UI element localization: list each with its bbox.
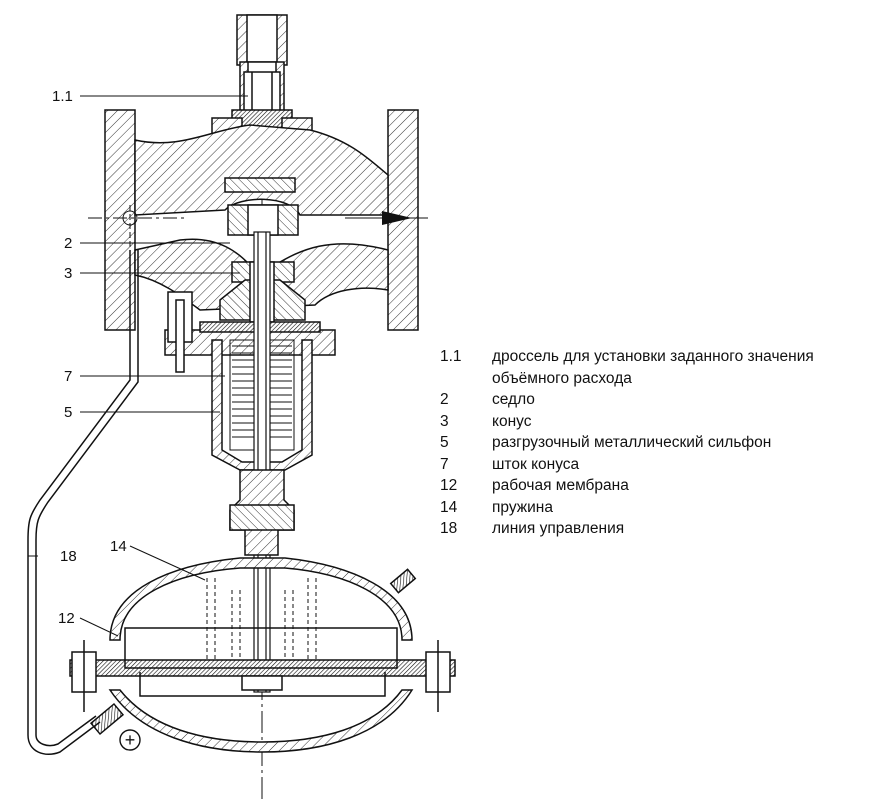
- springs: [206, 578, 317, 660]
- legend-number: 7: [440, 455, 449, 473]
- legend-number: 18: [440, 520, 458, 537]
- plus-circle: [119, 729, 141, 751]
- callout-7: 7: [64, 368, 72, 385]
- housing-bolts: [71, 640, 451, 712]
- legend-number: 3: [440, 412, 449, 430]
- legend-item: 18 линия управления: [440, 518, 885, 540]
- legend-description: разгрузочный металлический сильфон: [492, 434, 772, 451]
- legend-number: 5: [440, 434, 449, 451]
- control-line: [27, 250, 131, 756]
- flow-arrow: [382, 211, 412, 225]
- bellows-housing: [164, 291, 336, 471]
- callout-14: 14: [110, 538, 127, 555]
- legend-description: конус: [492, 412, 532, 430]
- callout-2: 2: [64, 235, 72, 252]
- cone-stem: [253, 231, 271, 693]
- plus-sign: +: [125, 730, 136, 750]
- callout-12: 12: [58, 610, 75, 627]
- fittings: [89, 568, 417, 736]
- legend-item: 5 разгрузочный металлический сильфон: [440, 432, 885, 454]
- callout-leaders: [28, 95, 248, 637]
- legend-description: пружина: [492, 498, 553, 516]
- legend-number: 2: [440, 391, 449, 408]
- diaphragm-housing: [69, 557, 456, 753]
- legend-item: 12 рабочая мембрана: [440, 475, 885, 497]
- legend-number: 14: [440, 498, 458, 516]
- legend-item: 2 седло: [440, 389, 885, 411]
- legend-description: седло: [492, 391, 535, 408]
- legend-item: 7 шток конуса: [440, 454, 885, 476]
- legend-description: дроссель для установки заданного значени…: [492, 348, 814, 387]
- control-line-inner: [35, 250, 139, 747]
- legend-item: 14 пружина: [440, 497, 885, 519]
- callout-3: 3: [64, 265, 72, 282]
- callout-18: 18: [60, 548, 77, 565]
- legend-description: шток конуса: [492, 455, 580, 473]
- legend-item: 1.1 дроссель для установки заданного зна…: [440, 346, 885, 389]
- valve-body: [104, 109, 419, 331]
- callout-5: 5: [64, 404, 72, 421]
- legend-description: рабочая мембрана: [492, 477, 629, 494]
- legend-item: 3 конус: [440, 411, 885, 433]
- neck: [229, 469, 295, 556]
- legend-number: 12: [440, 477, 458, 494]
- legend-description: линия управления: [492, 520, 625, 537]
- legend: 1.1 дроссель для установки заданного зна…: [440, 346, 885, 540]
- callout-1-1: 1.1: [52, 88, 73, 105]
- legend-number: 1.1: [440, 348, 462, 365]
